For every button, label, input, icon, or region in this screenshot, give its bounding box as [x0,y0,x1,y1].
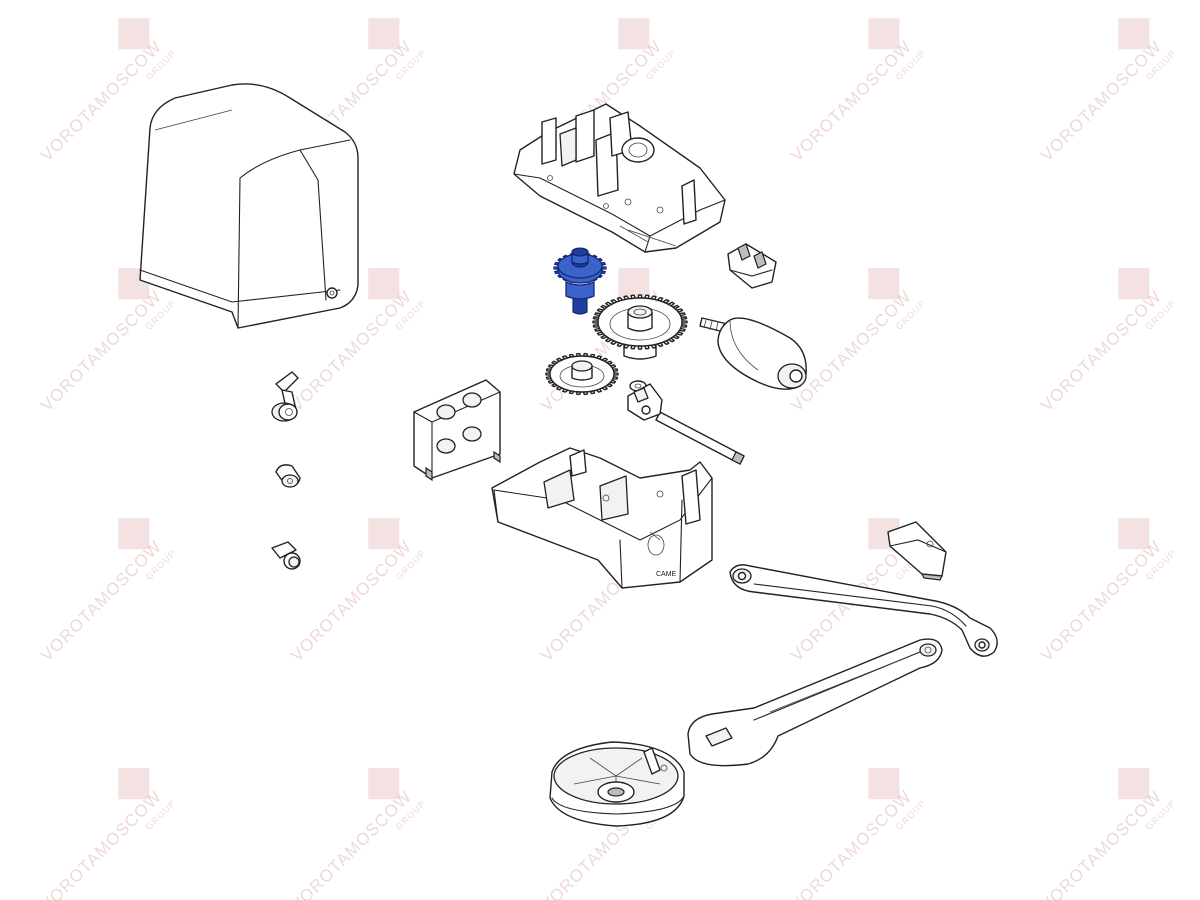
watermark-logo-icon [368,768,400,800]
watermark-logo-icon [868,268,900,300]
worm-shaft[interactable] [627,383,745,465]
highlighted-pinion-gear[interactable] [553,247,607,315]
watermark-text: VOROTAMOSCOW [1037,537,1166,666]
watermark-logo-icon [618,268,650,300]
intermediate-gear[interactable] [545,352,619,396]
round-cover-plate[interactable] [549,741,685,827]
base-marking: CAME [656,571,677,578]
watermark-text: VOROTAMOSCOW [787,787,916,900]
watermark-logo-icon [118,518,150,550]
watermark-logo-icon [618,18,650,50]
mounting-bracket[interactable] [413,379,501,482]
watermark-text: VOROTAMOSCOW [787,37,916,166]
release-key[interactable] [271,541,301,570]
curved-transmission-arm[interactable] [729,564,998,657]
watermark-text: VOROTAMOSCOW [287,787,416,900]
watermark-logo-icon [1118,768,1150,800]
watermark-logo-icon [1118,268,1150,300]
watermark-logo-icon [868,768,900,800]
watermark-text: VOROTAMOSCOW [1037,287,1166,416]
gearmotor-base[interactable]: CAME [491,447,713,589]
watermark-logo-icon [118,768,150,800]
limit-switch-block[interactable] [727,243,777,289]
svg-text:CAME: CAME [656,571,677,578]
watermark-text: VOROTAMOSCOW [37,537,166,666]
gear-tooth [592,320,599,324]
watermark-logo-icon [1118,518,1150,550]
arm-stop-bracket[interactable] [887,521,947,581]
release-lever[interactable] [271,371,299,422]
watermark-text: VOROTAMOSCOW [37,287,166,416]
lock-cylinder[interactable] [275,464,301,488]
upper-gear-housing[interactable] [513,103,726,253]
watermark-text: VOROTAMOSCOW [787,287,916,416]
watermark-logo-icon [868,18,900,50]
watermark-text: VOROTAMOSCOW [37,787,166,900]
watermark-text: VOROTAMOSCOW [1037,37,1166,166]
cover-screw [326,287,338,299]
electric-motor[interactable] [699,317,807,390]
watermark-text: VOROTAMOSCOW [37,37,166,166]
straight-transmission-arm[interactable] [687,638,943,767]
gear-tooth [681,320,688,324]
watermark-logo-icon [1118,18,1150,50]
watermark-text: VOROTAMOSCOW [1037,787,1166,900]
watermark-text: VOROTAMOSCOW [287,537,416,666]
motor-cover[interactable] [139,83,359,329]
watermark-logo-icon [368,18,400,50]
watermark-logo-icon [368,268,400,300]
large-drive-gear[interactable] [592,294,688,360]
watermark-logo-icon [368,518,400,550]
watermark-logo-icon [118,18,150,50]
